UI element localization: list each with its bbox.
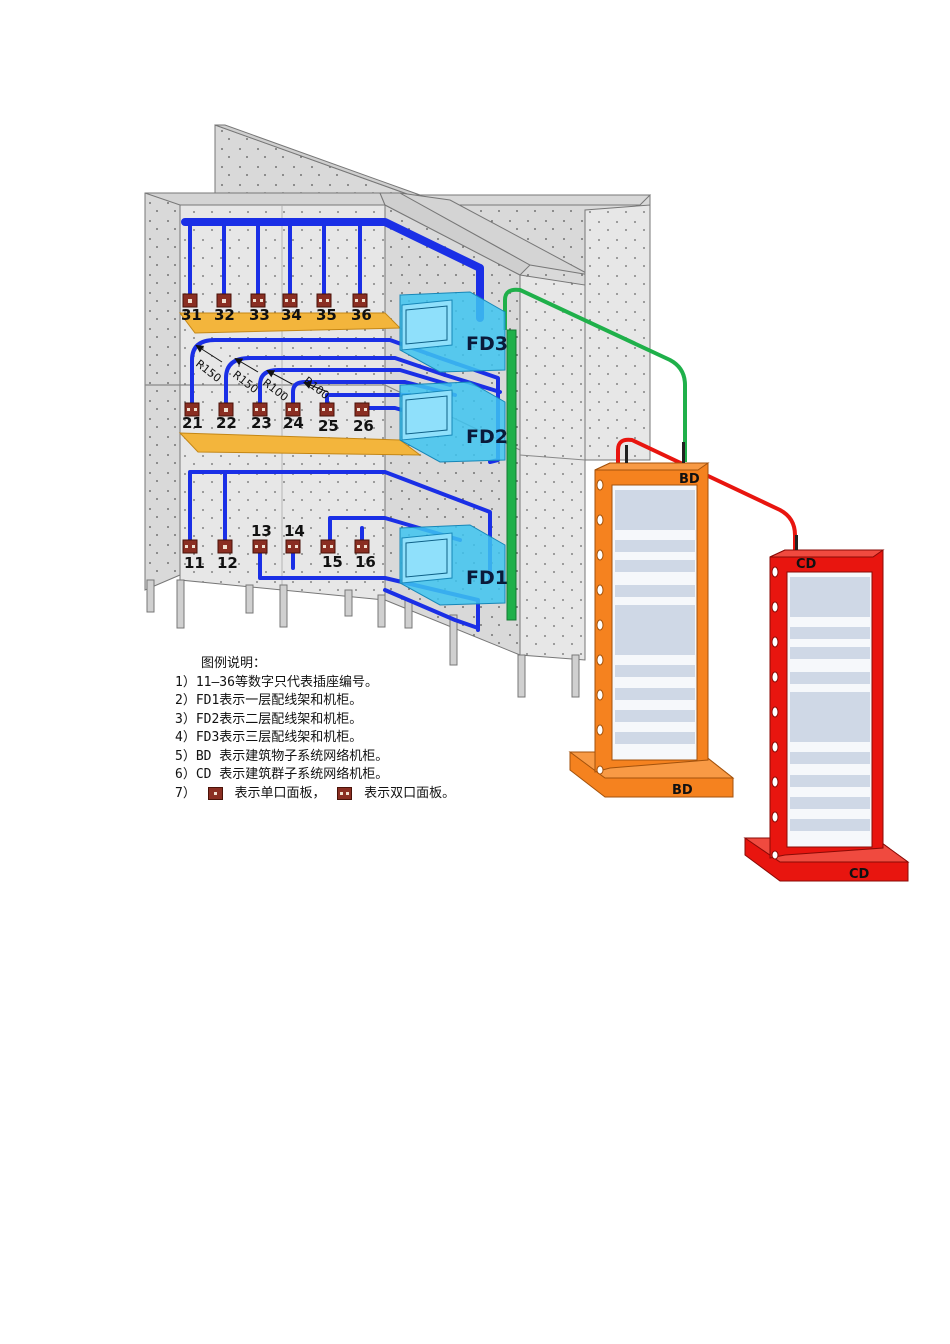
- outlet-number: 36: [351, 306, 372, 324]
- fd1-cabinet: FD1: [399, 524, 508, 606]
- outlet-number: 24: [283, 414, 304, 432]
- outlet-floor1-4: 15: [320, 539, 343, 571]
- outlet-number: 35: [316, 306, 337, 324]
- outlet-floor3-2: 33: [249, 293, 270, 324]
- outlet-number: 12: [217, 554, 238, 572]
- outlet-floor1-3: 14: [284, 522, 305, 554]
- fd3-label: FD3: [466, 333, 508, 355]
- outlet-floor1-0: 11: [182, 539, 205, 572]
- outlet-floor3-4: 35: [316, 293, 337, 324]
- single-port-panel-icon: [207, 786, 223, 800]
- outlet-number: 31: [181, 306, 202, 324]
- floor-distributors: FD3 FD2 FD1: [399, 291, 508, 606]
- outlet-floor2-3: 24: [283, 402, 304, 432]
- legend-double-panel-text: 表示双口面板。: [364, 785, 456, 801]
- outlet-number: 15: [322, 553, 343, 571]
- cd-base-label: CD: [849, 867, 870, 882]
- outlet-floor2-2: 23: [251, 402, 272, 432]
- outlet-floor3-5: 36: [351, 293, 372, 324]
- outlet-number: 13: [251, 522, 272, 540]
- outlet-number: 34: [281, 306, 302, 324]
- vertical-riser: [506, 329, 517, 621]
- legend-item: 6）CD 表示建筑群子系统网络机柜。: [175, 767, 389, 782]
- outlet-floor3-3: 34: [281, 293, 302, 324]
- legend-item-7-prefix: 7）: [175, 785, 196, 801]
- green-uplink: [503, 287, 687, 462]
- fd3-cabinet: FD3: [399, 291, 508, 373]
- outlet-number: 26: [353, 417, 374, 435]
- outlet-floor2-0: 21: [182, 402, 203, 432]
- outlet-number: 16: [355, 553, 376, 571]
- outlet-number: 25: [318, 417, 339, 435]
- outlet-floor2-1: 22: [216, 402, 237, 432]
- outlet-number: 22: [216, 414, 237, 432]
- left-wall: [144, 192, 181, 591]
- fd2-label: FD2: [466, 426, 508, 448]
- outlet-floor1-1: 12: [217, 539, 238, 572]
- right-wall: [519, 274, 586, 661]
- floor3-trunk: [181, 218, 484, 322]
- fd1-label: FD1: [466, 567, 508, 589]
- cd-top-label: CD: [796, 557, 817, 572]
- outlet-number: 33: [249, 306, 270, 324]
- outlet-number: 11: [184, 554, 205, 572]
- outlet-floor2-4: 25: [318, 402, 339, 435]
- outlet-number: 23: [251, 414, 272, 432]
- outlet-number: 14: [284, 522, 305, 540]
- outlet-floor2-5: 26: [353, 402, 374, 435]
- outlet-number: 21: [182, 414, 203, 432]
- outlet-floor1-2: 13: [251, 522, 272, 554]
- outlet-floor3-0: 31: [181, 293, 202, 324]
- legend-item: 2）FD1表示一层配线架和机柜。: [175, 693, 363, 708]
- outlet-floor1-5: 16: [354, 539, 376, 571]
- legend-item-7: 7） 表示单口面板， 表示双口面板。: [175, 785, 595, 804]
- outlet-floor3-1: 32: [214, 293, 235, 324]
- cd-rack: CD CD: [743, 535, 910, 882]
- legend: 图例说明： 1）11—36等数字只代表插座编号。 2）FD1表示一层配线架和机柜…: [175, 655, 595, 803]
- fd2-cabinet: FD2: [399, 381, 508, 463]
- outlets: 31 32 33 34 35 36 21 22 23 24 25 26 11 1…: [181, 293, 376, 572]
- outlet-number: 32: [214, 306, 235, 324]
- legend-item: 3）FD2表示二层配线架和机柜。: [175, 711, 363, 727]
- legend-item: 1）11—36等数字只代表插座编号。: [175, 674, 378, 690]
- tray-floor2: [178, 432, 422, 456]
- legend-single-panel-text: 表示单口面板，: [234, 785, 326, 801]
- legend-title: 图例说明：: [201, 656, 267, 671]
- double-port-panel-icon: [337, 786, 353, 800]
- bd-top-label: BD: [679, 472, 700, 487]
- bd-base-label: BD: [672, 783, 693, 798]
- legend-item: 4）FD3表示三层配线架和机柜。: [175, 730, 363, 745]
- bd-rack: BD BD: [568, 442, 735, 798]
- legend-item: 5）BD 表示建筑物子系统网络机柜。: [175, 748, 389, 764]
